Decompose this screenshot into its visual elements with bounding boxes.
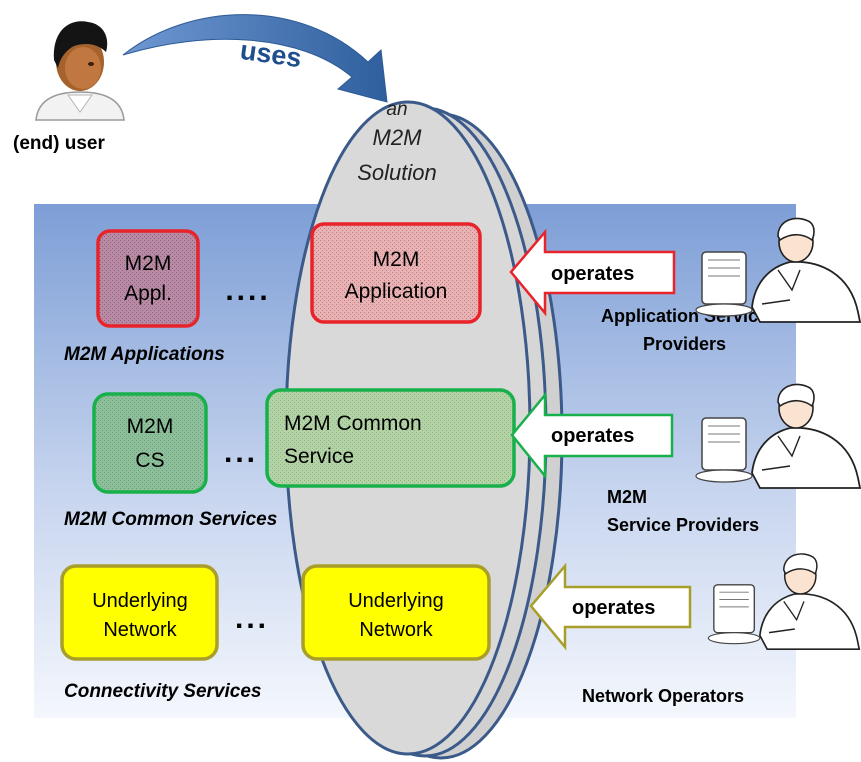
row-connectivity: Underlying Network ... Underlying Networ… bbox=[60, 562, 744, 706]
underlying-network-small-line-2: Network bbox=[103, 619, 177, 641]
provider-icon-applications bbox=[695, 217, 861, 323]
m2m-cs-small-box[interactable] bbox=[92, 392, 208, 494]
operates-common-services-label: operates bbox=[551, 425, 634, 447]
provider-icon-service bbox=[695, 383, 861, 489]
m2m-common-service-box[interactable] bbox=[265, 388, 516, 488]
solution-line-1: an bbox=[386, 99, 407, 120]
m2m-application-line-1: M2M bbox=[373, 248, 420, 271]
m2m-cs-small-line-2: CS bbox=[135, 449, 164, 472]
connectivity-ellipsis: ... bbox=[235, 602, 269, 635]
m2m-common-service-line-1: M2M Common bbox=[284, 412, 422, 435]
m2m-application-box[interactable] bbox=[310, 222, 482, 324]
connectivity-section-label: Connectivity Services bbox=[64, 681, 261, 702]
operates-arrow-common-services bbox=[510, 391, 674, 480]
end-user-label: (end) user bbox=[13, 133, 105, 154]
underlying-network-line-1: Underlying bbox=[348, 590, 444, 612]
provider-icon-network bbox=[707, 553, 861, 651]
end-user-icon bbox=[35, 21, 125, 121]
operates-connectivity-label: operates bbox=[572, 597, 655, 619]
m2m-cs-small-line-1: M2M bbox=[127, 415, 174, 438]
service-provider-line-1: M2M bbox=[607, 487, 647, 507]
common-services-section-label: M2M Common Services bbox=[64, 509, 277, 530]
uses-arrow bbox=[122, 14, 388, 103]
operates-arrow-connectivity bbox=[529, 562, 692, 651]
underlying-network-box[interactable] bbox=[301, 564, 491, 661]
operates-arrow-applications bbox=[509, 228, 676, 317]
common-services-ellipsis: ... bbox=[224, 436, 258, 469]
m2m-appl-small-line-2: Appl. bbox=[124, 282, 172, 305]
m2m-application-line-2: Application bbox=[345, 280, 448, 303]
service-provider-line-2: Service Providers bbox=[607, 515, 759, 535]
m2m-appl-small-box[interactable] bbox=[96, 229, 200, 328]
underlying-network-small-line-1: Underlying bbox=[92, 590, 188, 612]
applications-ellipsis: .... bbox=[225, 274, 270, 307]
solution-line-3: Solution bbox=[357, 160, 437, 185]
m2m-common-service-line-2: Service bbox=[284, 445, 354, 468]
operates-applications-label: operates bbox=[551, 263, 634, 285]
m2m-appl-small-line-1: M2M bbox=[125, 252, 172, 275]
solution-line-2: M2M bbox=[373, 125, 423, 150]
app-provider-line-2: Providers bbox=[643, 334, 726, 354]
row-common-services: M2M CS ... M2M Common Service M2M Common… bbox=[64, 388, 759, 535]
network-operators-label: Network Operators bbox=[582, 686, 744, 706]
underlying-network-small-box[interactable] bbox=[60, 564, 219, 661]
applications-section-label: M2M Applications bbox=[64, 344, 225, 365]
underlying-network-line-2: Network bbox=[359, 619, 433, 641]
